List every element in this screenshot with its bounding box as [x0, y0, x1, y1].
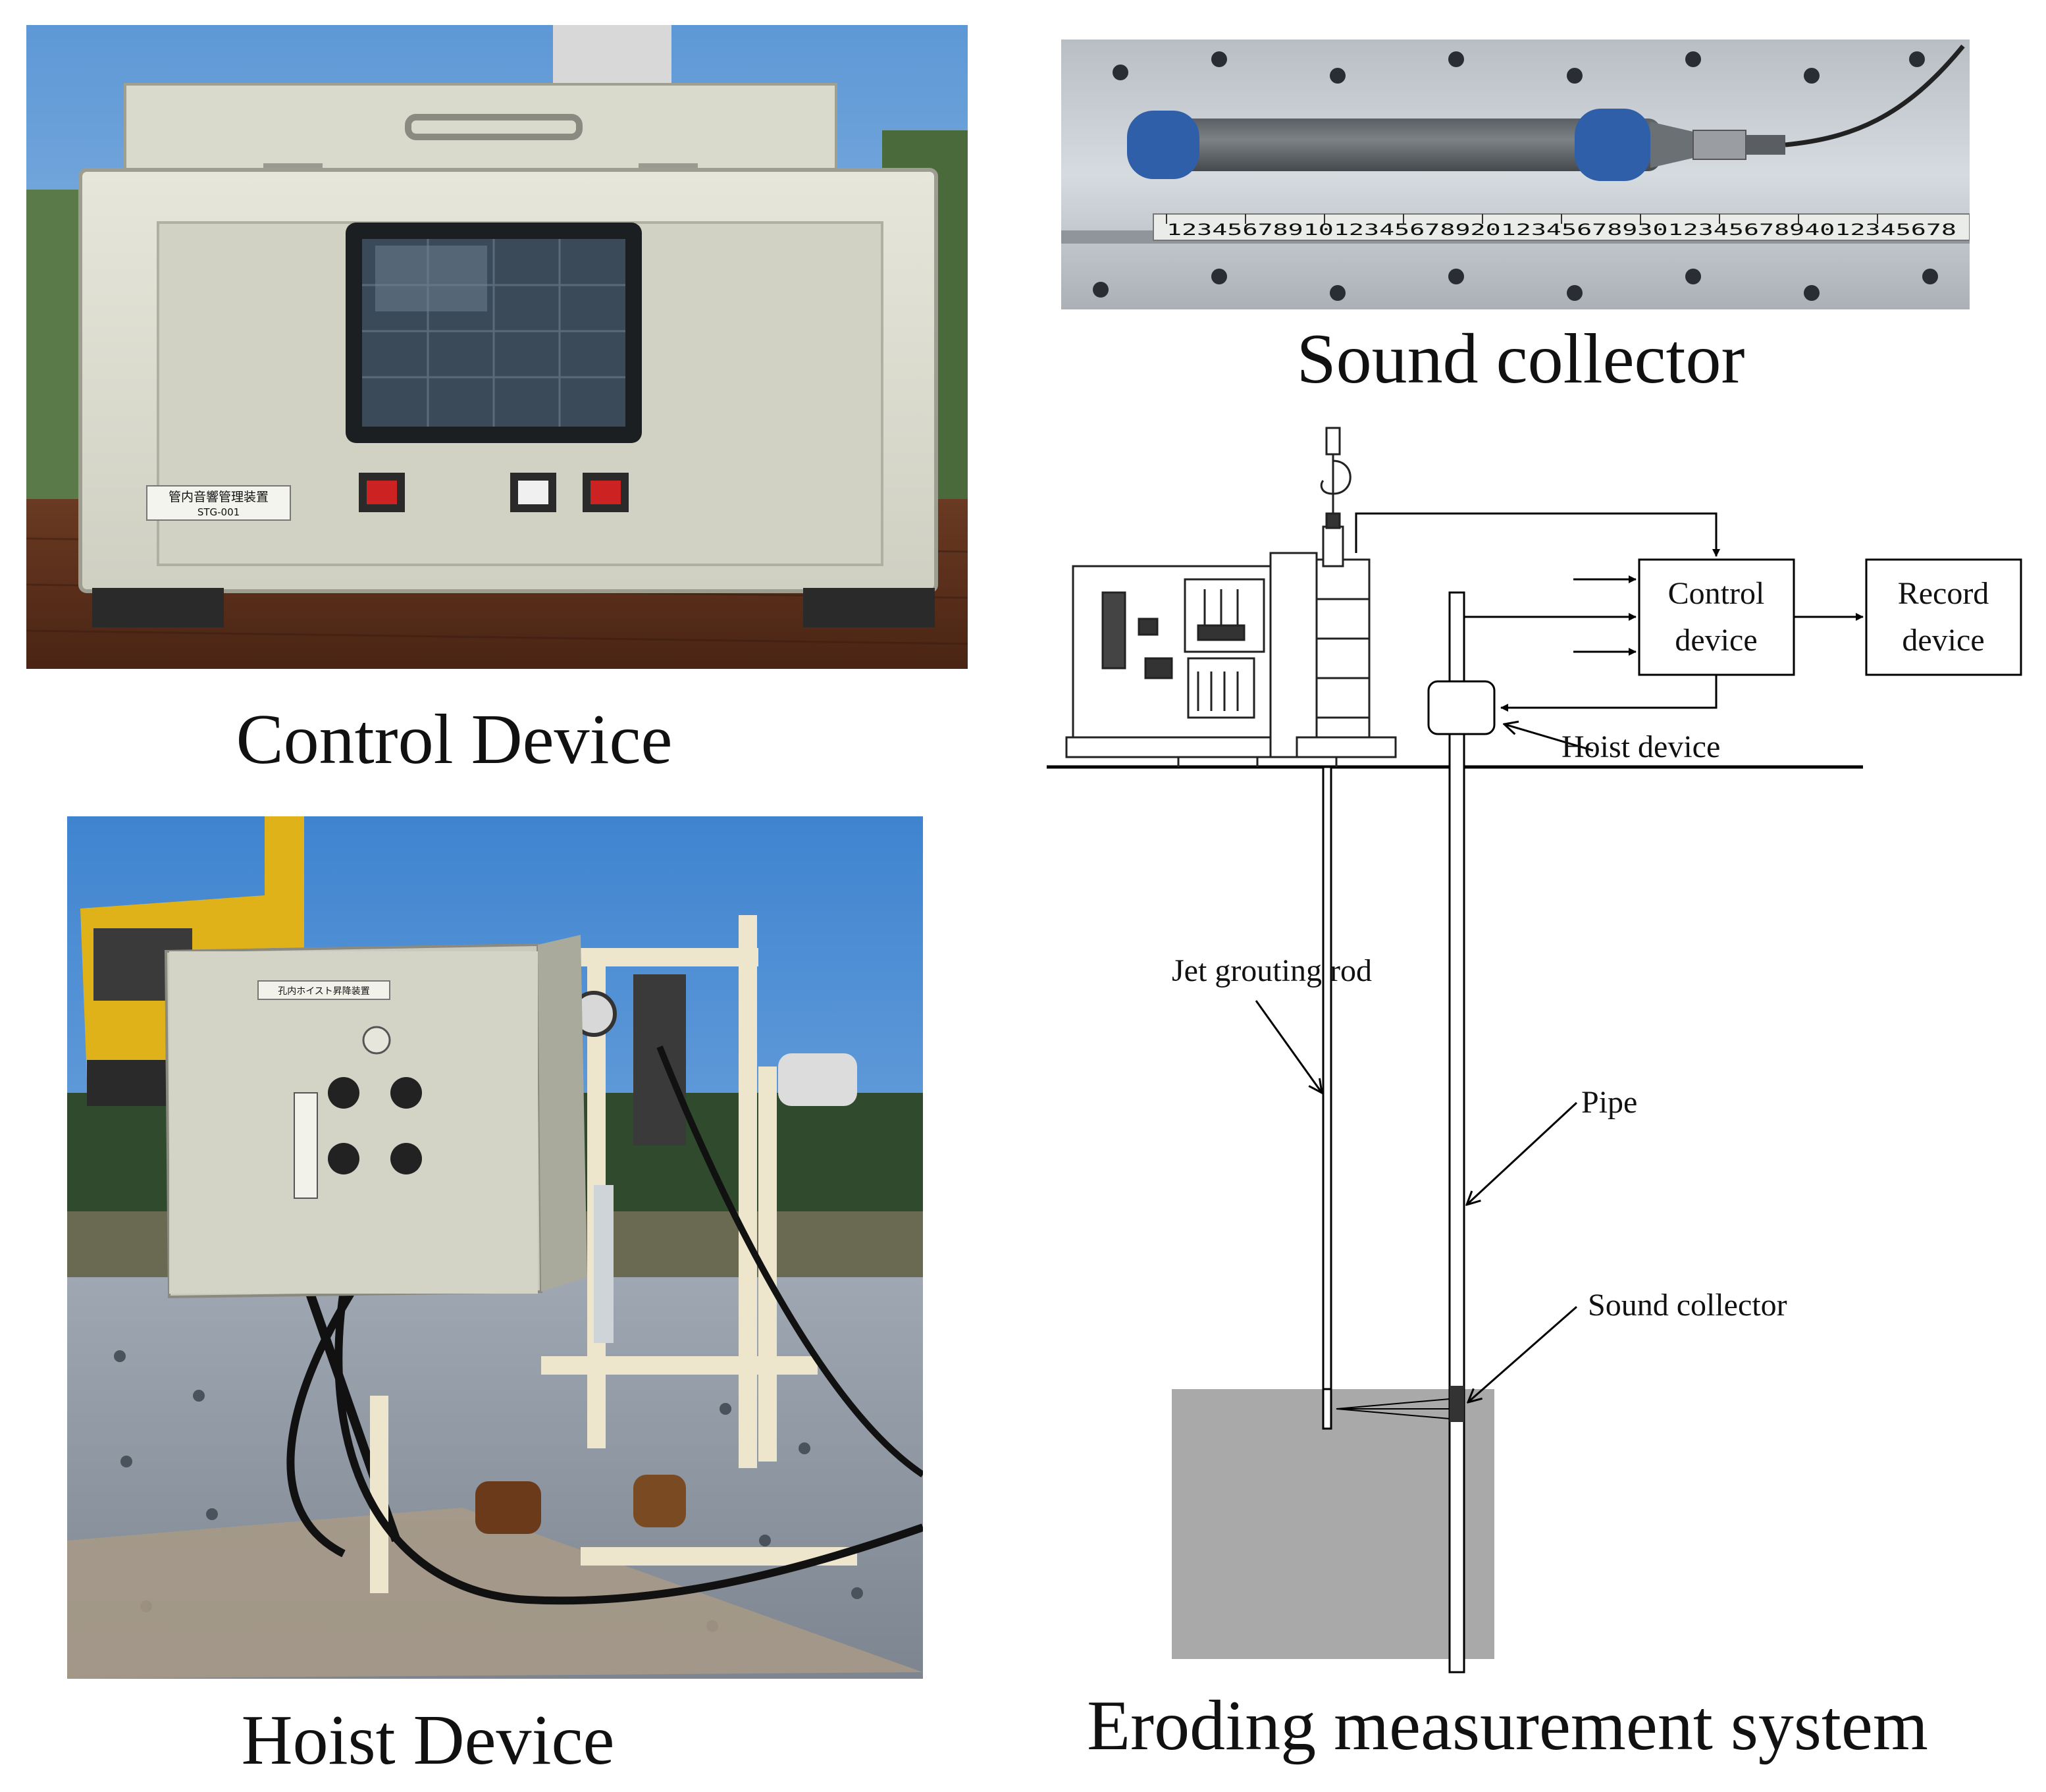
hoist-device-caption: Hoist Device — [241, 1701, 615, 1779]
sound-collector-illustration: 1234567891012345678920123456789301234567… — [1061, 40, 1970, 309]
hoist-device-illustration: 孔内ホイスト昇降装置 — [67, 816, 923, 1679]
ruler-digits: 1234567891012345678920123456789301234567… — [1167, 221, 1956, 239]
eroding-system-schematic: Control device Record device Hoist devic… — [1047, 427, 2022, 1673]
nameplate-line-1: 管内音響管理装置 — [169, 490, 269, 504]
record-device-label-1: Record — [1898, 576, 1989, 611]
jet-rod-leader — [1255, 1000, 1322, 1093]
pipe — [1448, 591, 1465, 1673]
sound-collector-leader — [1468, 1305, 1577, 1402]
hoist-box — [1427, 680, 1496, 735]
eroding-system-diagram: Control device Record device Hoist devic… — [1047, 421, 2041, 1692]
control-device-label-2: device — [1675, 623, 1757, 658]
jet-rod-label: Jet grouting rod — [1172, 953, 1372, 988]
control-device-label-1: Control — [1668, 576, 1765, 611]
ground-block — [1172, 1389, 1494, 1659]
sound-collector-photo: 1234567891012345678920123456789301234567… — [1061, 40, 1970, 309]
pipe-label: Pipe — [1581, 1085, 1637, 1120]
hoist-device-photo: 孔内ホイスト昇降装置 — [67, 816, 923, 1679]
record-device-label-2: device — [1902, 623, 1984, 658]
sound-collector-label: Sound collector — [1588, 1288, 1787, 1323]
sound-collector-sensor — [1450, 1386, 1464, 1422]
control-device-illustration: 管内音響管理装置 STG-001 — [26, 25, 968, 669]
sound-collector-caption: Sound collector — [1296, 320, 1745, 398]
jet-grouting-rod — [1322, 766, 1332, 1427]
signal-lines — [1355, 512, 1864, 712]
control-device-photo: 管内音響管理装置 STG-001 — [26, 25, 968, 669]
hoist-nameplate: 孔内ホイスト昇降装置 — [278, 986, 370, 997]
control-device-caption: Control Device — [236, 700, 673, 779]
record-device-box — [1865, 558, 2022, 676]
control-device-box — [1638, 558, 1795, 676]
eroding-system-caption: Eroding measurement system — [1087, 1687, 1928, 1765]
pipe-leader — [1467, 1101, 1578, 1205]
grouting-machine-drawing — [1065, 427, 1397, 767]
nameplate-line-2: STG-001 — [197, 506, 240, 518]
hoist-device-label: Hoist device — [1561, 729, 1720, 764]
hoist-leader — [1504, 724, 1594, 752]
